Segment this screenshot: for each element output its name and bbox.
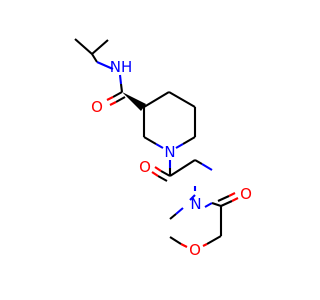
bond-ipr-methyl-left xyxy=(74,38,93,55)
bond-amide-co-1 xyxy=(112,91,123,98)
bond-amide-co-2-red xyxy=(109,101,117,106)
methoxy-o-label: O xyxy=(189,241,201,259)
bond-nh-carbonyl xyxy=(119,83,124,93)
bond-acyl-co-2-red xyxy=(151,171,159,177)
amide-o-label: O xyxy=(91,98,103,116)
bond-ometh-ch3 xyxy=(169,236,182,245)
molecule-structure: NH O N O N O O xyxy=(74,38,252,259)
bond-ring-c6-n-blue xyxy=(175,143,184,149)
ring-n-label: N xyxy=(164,143,175,161)
bond-ring-c6-n xyxy=(182,136,196,145)
bond-ring-c4-c5 xyxy=(168,91,196,108)
bond-ometh-ch3-red xyxy=(180,243,188,248)
bond-ring-c3-c4 xyxy=(143,91,170,108)
bond-amide-co-1-red xyxy=(106,96,114,101)
bond-acetyl-co-2-red xyxy=(228,192,236,197)
bond-n-right-blue xyxy=(204,202,213,208)
bond-acetyl-co-1 xyxy=(220,200,233,207)
bond-ring-n-c2-blue xyxy=(155,143,164,149)
bond-acyl-ch2 xyxy=(169,159,196,177)
bond-ipr-methyl-right xyxy=(91,39,109,55)
bond-n-methyl xyxy=(169,213,177,220)
amide-nh-label: NH xyxy=(110,58,133,76)
bond-n-acetyl-blue xyxy=(189,194,196,201)
bond-ch2-nme xyxy=(194,159,203,165)
methyl-n-label: N xyxy=(190,195,201,213)
bond-ch2-nme-blue xyxy=(201,163,213,171)
bond-ipr-ch-n-blue xyxy=(96,61,114,70)
bond-ch2-ometh xyxy=(206,235,222,245)
acetyl-o-label: O xyxy=(240,185,252,203)
wedge-bond-stereocenter xyxy=(122,92,146,111)
bond-acyl-co-1 xyxy=(160,170,171,177)
bond-acyl-co-1-red xyxy=(154,166,162,172)
acyl-o-label: O xyxy=(139,158,151,176)
bond-acetyl-co-2 xyxy=(217,195,230,202)
bond-amide-co-2 xyxy=(115,96,126,103)
bond-n-right xyxy=(211,202,222,207)
bond-acyl-co-2 xyxy=(157,175,168,182)
bond-ipr-ch-n xyxy=(91,53,98,63)
bond-ring-n-c2 xyxy=(143,136,157,145)
bond-ch2-ometh-red xyxy=(202,243,208,247)
bond-nh-carbonyl-blue xyxy=(118,74,123,85)
bond-n-methyl-blue xyxy=(175,207,184,215)
bond-acetyl-co-1-red xyxy=(231,197,239,202)
